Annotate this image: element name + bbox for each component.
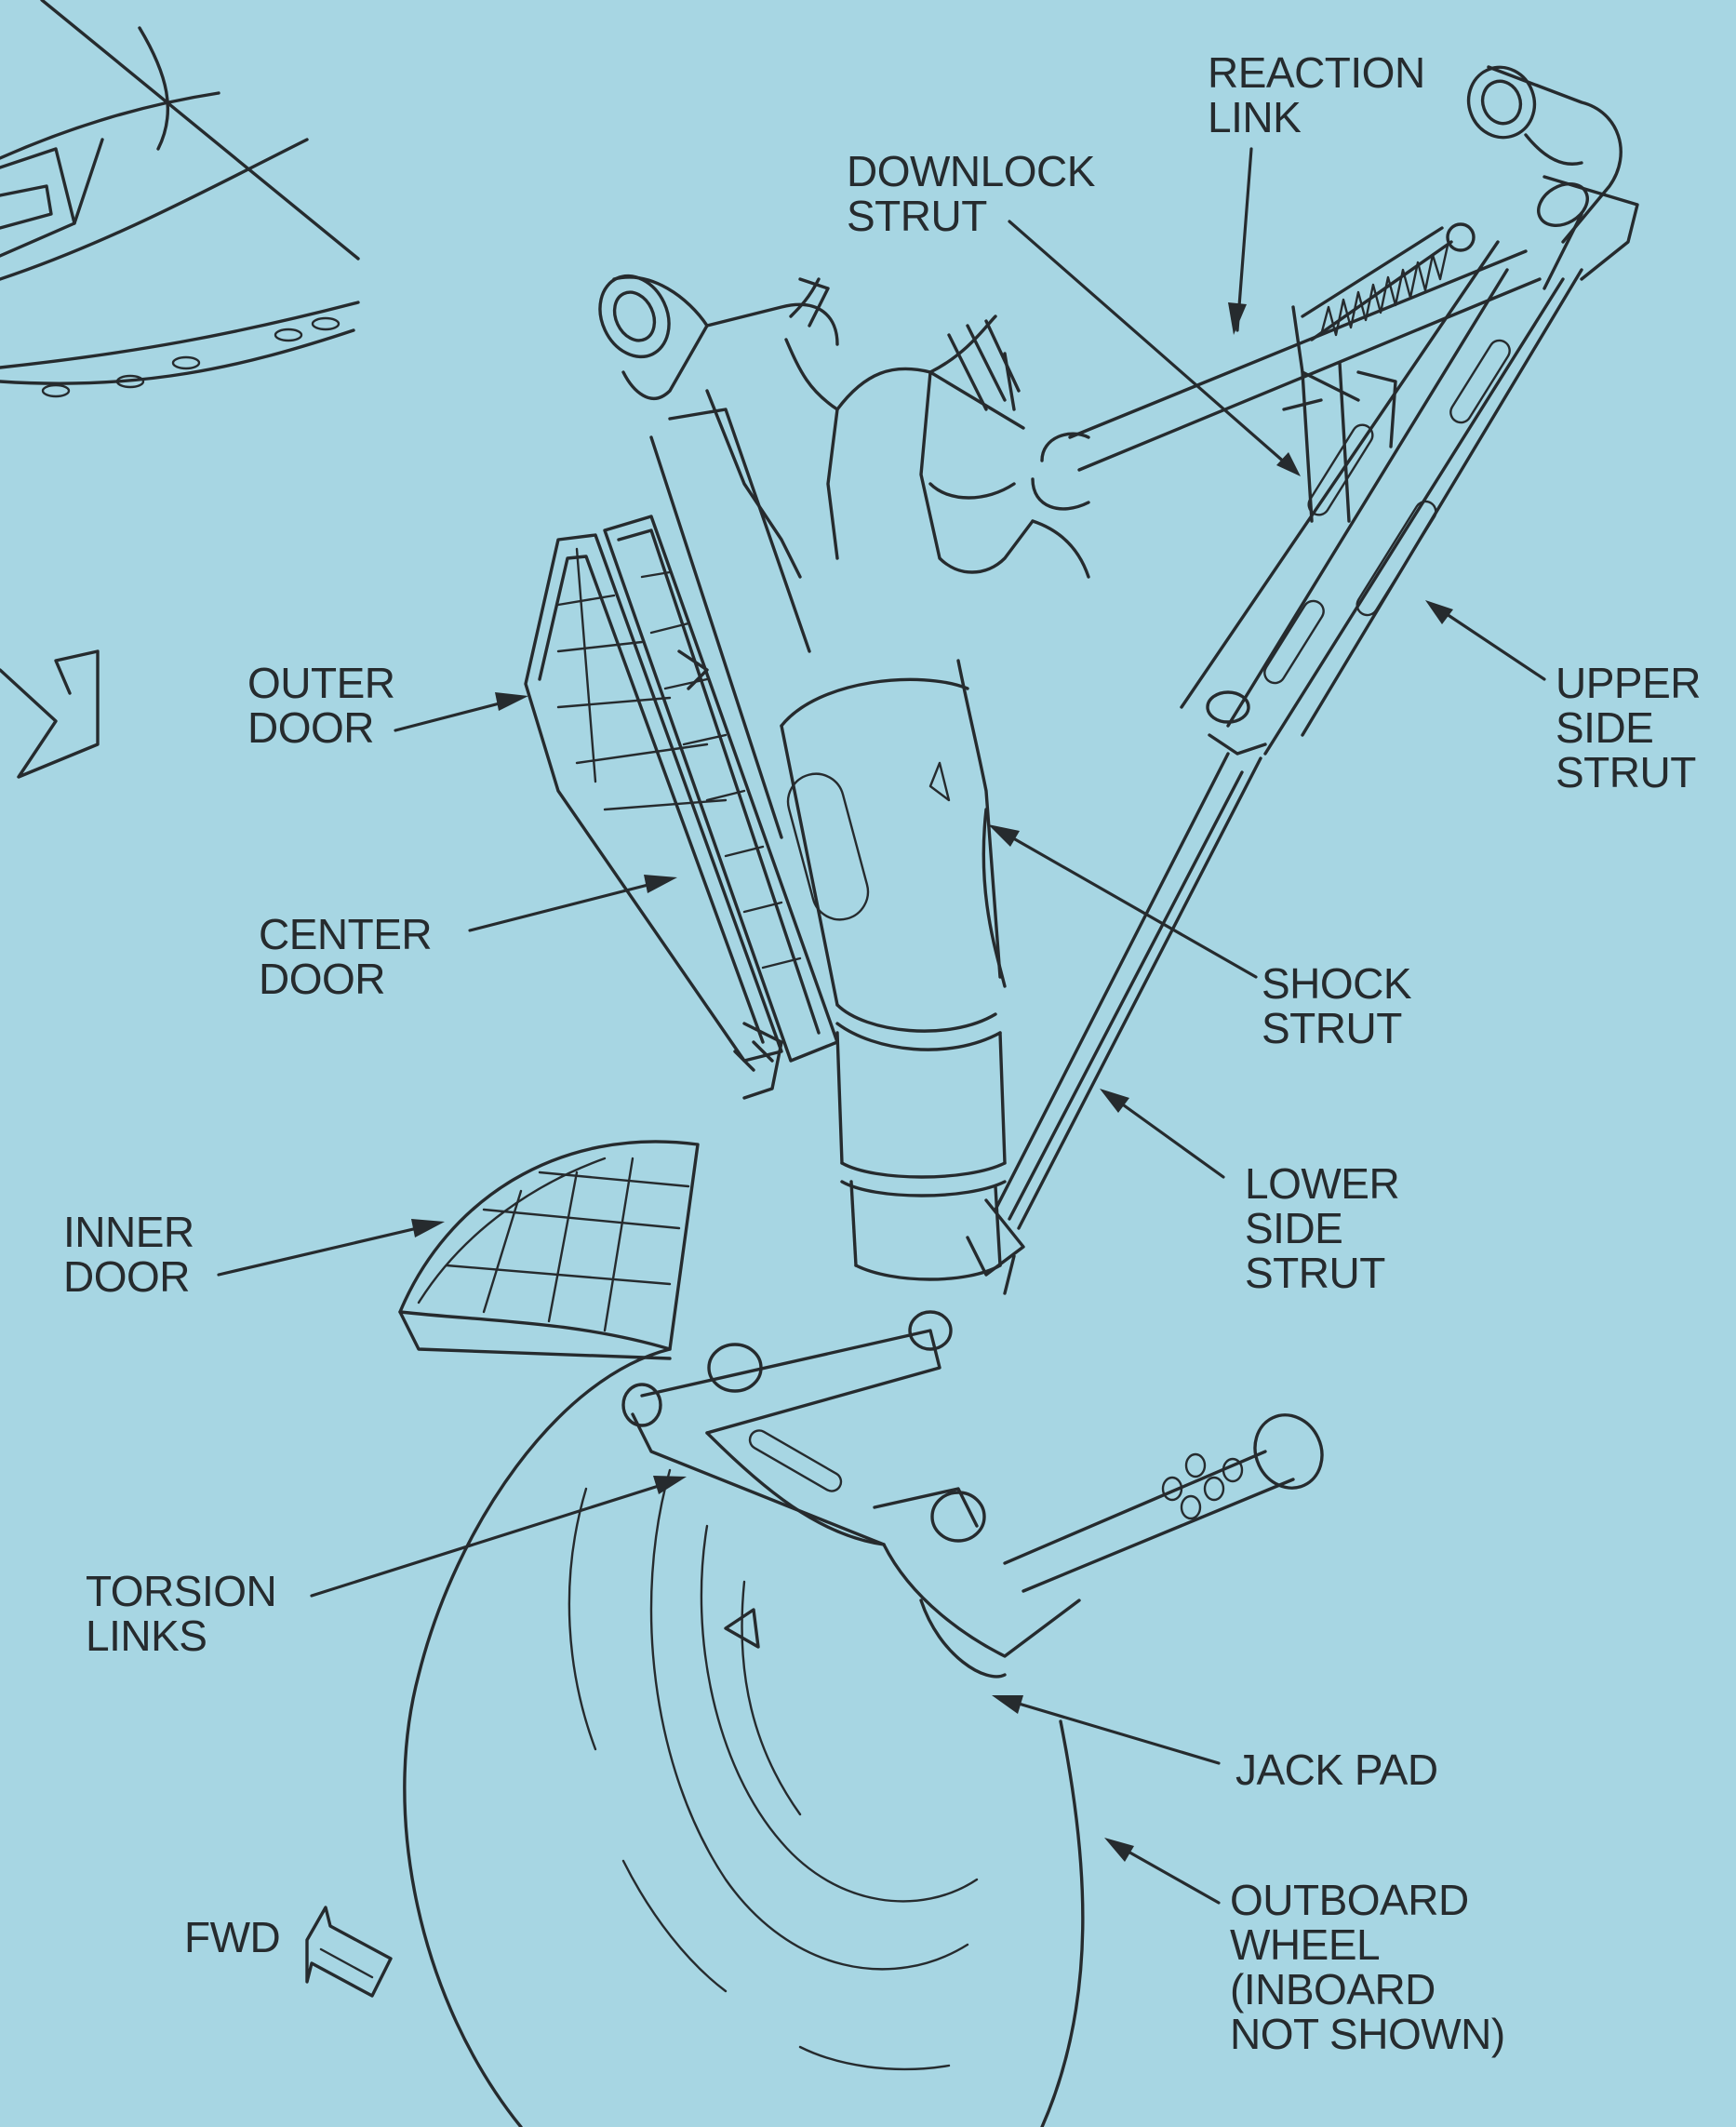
lower-side-strut-part [966, 752, 1262, 1295]
leader-lines [217, 147, 1546, 1905]
shock-strut-part [780, 659, 1007, 1281]
outer-door-part [524, 533, 783, 1063]
downlock-strut-part [1031, 222, 1542, 523]
forward-arrow-icon [0, 649, 100, 779]
label-center-door: CENTER DOOR [259, 910, 433, 1003]
label-downlock-strut: DOWNLOCK STRUT [847, 147, 1095, 240]
label-reaction-link: REACTION LINK [1208, 48, 1425, 141]
label-upper-side-strut: UPPER SIDE STRUT [1556, 659, 1701, 796]
reaction-link-part [1466, 65, 1639, 290]
label-outboard-wheel: OUTBOARD WHEEL (INBOARD NOT SHOWN) [1230, 1876, 1505, 2058]
label-jack-pad: JACK PAD [1235, 1746, 1438, 1794]
label-torsion-links: TORSION LINKS [86, 1567, 277, 1660]
label-fwd: FWD [184, 1913, 281, 1961]
label-shock-strut: SHOCK STRUT [1262, 959, 1412, 1052]
direction-arrow-icon [305, 1906, 393, 1998]
upper-side-strut-part [1180, 240, 1583, 756]
center-door-part [603, 408, 839, 1100]
inner-door-part [398, 1140, 700, 1360]
fuselage-skin [0, 0, 360, 398]
label-lower-side-strut: LOWER SIDE STRUT [1245, 1159, 1400, 1297]
outboard-wheel-part [403, 1347, 1085, 2127]
torsion-links-part [621, 1310, 1324, 1679]
label-outer-door: OUTER DOOR [247, 659, 395, 752]
label-inner-door: INNER DOOR [63, 1208, 194, 1301]
trunnion-part [598, 274, 1090, 579]
